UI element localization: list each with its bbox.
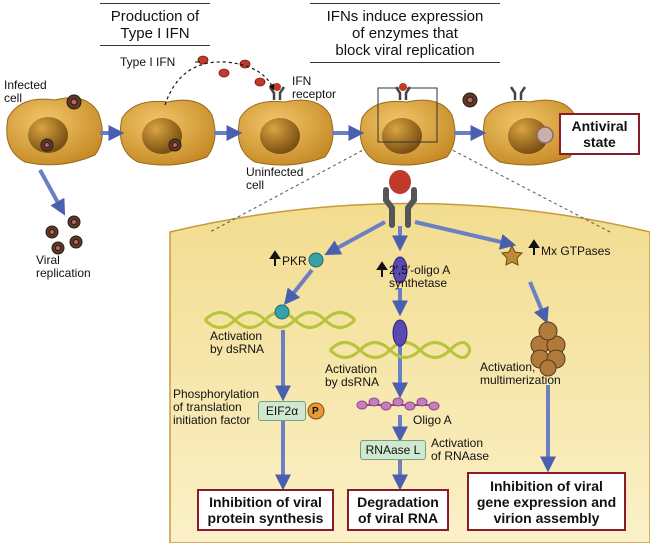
oligo-synthetase-active-icon (392, 319, 408, 347)
zoom-line-right (436, 141, 611, 233)
label-p: P (312, 406, 319, 417)
pkr-icon (308, 252, 324, 268)
zoom-box (377, 87, 438, 143)
responding-cell (359, 99, 456, 166)
rnaase-l-box: RNAase L (360, 440, 426, 460)
label-type1-ifn: Type I IFN (120, 55, 176, 69)
mx-multimer-icon (530, 321, 566, 377)
oligo-a-chain-icon (356, 397, 440, 411)
label-oligo-a: Oligo A (413, 413, 452, 427)
receptor-large-icon (383, 170, 417, 228)
ifn-receptor-icon (268, 86, 527, 100)
header-production: Production of Type I IFN (100, 3, 210, 46)
oligo-synthetase-icon (392, 256, 408, 284)
header-induction: IFNs induce expression of enzymes that b… (310, 3, 500, 63)
infected-cell (6, 97, 103, 166)
label-pkr: PKR (282, 254, 307, 268)
pkr-bound-icon (274, 304, 290, 320)
antiviral-cell (482, 99, 579, 166)
mx-gtpase-icon (500, 244, 524, 266)
phosphate-icon (307, 402, 325, 420)
label-mx-gtpases: Mx GTPases (541, 244, 611, 258)
upregulation-arrow-icon (269, 239, 540, 277)
zoom-line-left (209, 141, 379, 233)
label-activation-multimerization: Activation,multimerization (480, 360, 561, 387)
uninfected-cell (237, 99, 334, 166)
ifn-producing-cell (119, 99, 216, 166)
eif2a-box: EIF2α (258, 401, 306, 421)
ifn-molecule-icon (197, 55, 266, 87)
ifn-secretion-arrow (164, 61, 275, 106)
virus-icon (40, 92, 478, 255)
